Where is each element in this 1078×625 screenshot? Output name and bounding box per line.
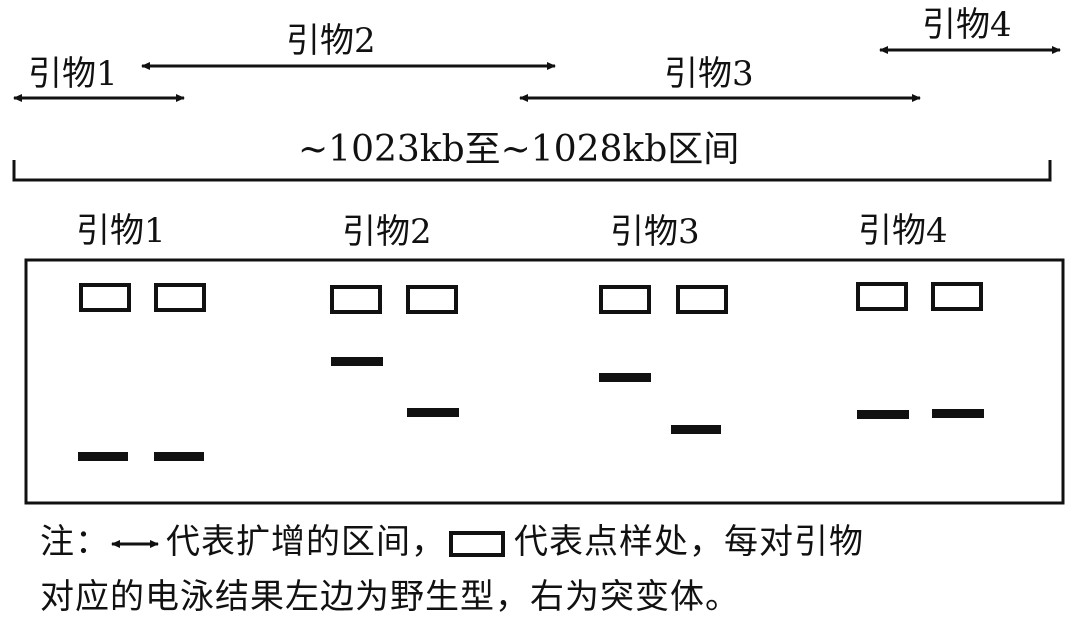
- band-primer4-wildtype: [857, 410, 909, 419]
- well-box-icon: [599, 285, 651, 314]
- well-box-icon: [856, 282, 908, 311]
- note-line-2: 对应的电泳结果左边为野生型，右为突变体。: [40, 577, 740, 617]
- band-primer4-mutant: [932, 409, 984, 418]
- well-box-icon: [79, 283, 131, 312]
- band-primer1-mutant: [154, 452, 204, 461]
- well-box-icon: [330, 285, 382, 314]
- primer4-label: 引物4: [922, 5, 1012, 45]
- gel-header-primer2: 引物2: [342, 212, 432, 252]
- primer3-label: 引物3: [664, 54, 754, 94]
- primer2-label: 引物2: [286, 21, 376, 61]
- double-arrow-icon: [111, 540, 159, 548]
- gel-header-primer4: 引物4: [858, 211, 948, 251]
- band-primer2-wildtype: [331, 357, 383, 366]
- well-box-icon: [449, 531, 505, 557]
- gel-header-primer1: 引物1: [76, 211, 166, 251]
- band-primer3-wildtype: [599, 373, 651, 382]
- note-prefix: 注：: [40, 522, 110, 562]
- gel-frame: [24, 258, 1065, 505]
- well-box-icon: [931, 282, 983, 311]
- gel-header-primer3: 引物3: [610, 212, 700, 252]
- note-line-1: 注： 代表扩增的区间， 代表点样处，每对引物: [40, 525, 864, 559]
- region-label: ~1023kb至~1028kb区间: [298, 129, 740, 170]
- well-box-icon: [154, 283, 206, 312]
- note-well-meaning: 代表点样处，每对引物: [514, 522, 864, 562]
- band-primer1-wildtype: [78, 452, 128, 461]
- primer1-label: 引物1: [28, 54, 118, 94]
- band-primer3-mutant: [671, 425, 721, 434]
- region-bracket: [12, 160, 1052, 182]
- well-box-icon: [676, 285, 728, 314]
- note-arrow-meaning: 代表扩增的区间，: [166, 522, 446, 562]
- band-primer2-mutant: [407, 408, 459, 417]
- well-box-icon: [406, 285, 458, 314]
